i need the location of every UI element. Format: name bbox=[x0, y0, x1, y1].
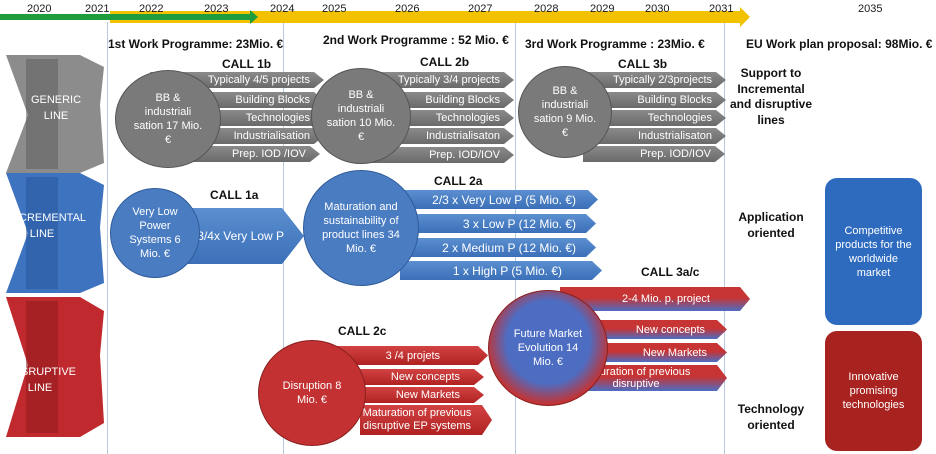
call-3b-title: CALL 3b bbox=[618, 57, 668, 71]
call-3b-item: Prep. IOD/IOV bbox=[583, 146, 725, 162]
call-2a-item: 1 x High P (5 Mio. €) bbox=[400, 261, 602, 280]
call-2a-circle: Maturation and sustainability of product… bbox=[303, 170, 419, 286]
call-2c-item: 3 /4 projets bbox=[320, 346, 488, 365]
call-2c-circle: Disruption 8 Mio. € bbox=[258, 340, 366, 446]
call-2b-title: CALL 2b bbox=[420, 55, 470, 69]
call-1a-circle: Very Low Power Systems 6 Mio. € bbox=[110, 188, 200, 278]
year-label: 2029 bbox=[590, 3, 615, 15]
call-2c-item: Maturation of previous disruptive EP sys… bbox=[360, 405, 492, 435]
support-label: Support to Incremental and disruptive li… bbox=[729, 66, 812, 127]
call-2b-circle: BB & industriali sation 10 Mio. € bbox=[311, 68, 411, 164]
call-1b-circle-text: BB & industriali sation 17 Mio. € bbox=[133, 92, 203, 146]
innovative-box: Innovative promising technologies bbox=[825, 331, 922, 451]
call-2a-title: CALL 2a bbox=[434, 174, 483, 188]
year-label: 2030 bbox=[645, 3, 670, 15]
call-2a-item: 2/3 x Very Low P (5 Mio. €) bbox=[400, 190, 598, 209]
year-label: 2026 bbox=[395, 3, 420, 15]
call-3ac-title: CALL 3a/c bbox=[641, 265, 700, 279]
call-3ac-circle-text: Future Market Evolution 14 Mio. € bbox=[513, 328, 583, 368]
year-label: 2028 bbox=[534, 3, 559, 15]
application-label: Application oriented bbox=[738, 210, 804, 240]
generic-line-label: GENERIC LINE bbox=[30, 94, 82, 122]
call-2a-item: 2 x Medium P (12 Mio. €) bbox=[400, 238, 596, 257]
incremental-line-label: INCREMENTAL LINE bbox=[8, 212, 87, 240]
call-3b-circle: BB & industriali sation 9 Mio. € bbox=[518, 66, 612, 158]
year-label: 2031 bbox=[709, 3, 734, 15]
line-shapes bbox=[6, 55, 104, 437]
eu-work-plan: EU Work plan proposal: 98Mio. € bbox=[746, 37, 933, 51]
year-label: 2024 bbox=[270, 3, 295, 15]
call-2c-title: CALL 2c bbox=[338, 324, 387, 338]
timeline-arrows bbox=[0, 7, 750, 27]
technology-label: Technology oriented bbox=[737, 402, 805, 432]
call-2a-item: 3 x Low P (12 Mio. €) bbox=[400, 214, 596, 233]
competitive-text: Competitive products for the worldwide m… bbox=[835, 224, 912, 279]
year-label: 2023 bbox=[204, 3, 229, 15]
call-1b-circle: BB & industriali sation 17 Mio. € bbox=[115, 70, 221, 168]
year-label: 2020 bbox=[27, 3, 52, 15]
call-1a-title: CALL 1a bbox=[210, 188, 259, 202]
year-label: 2035 bbox=[858, 3, 883, 15]
call-2b-circle-text: BB & industriali sation 10 Mio. € bbox=[326, 89, 396, 143]
work-programme-1: 1st Work Programme: 23Mio. € bbox=[108, 37, 284, 51]
innovative-text: Innovative promising technologies bbox=[842, 371, 905, 411]
call-3b-circle-text: BB & industriali sation 9 Mio. € bbox=[533, 85, 597, 139]
call-2a-circle-text: Maturation and sustainability of product… bbox=[322, 201, 400, 255]
year-label: 2025 bbox=[322, 3, 347, 15]
call-3ac-item: New Markets bbox=[575, 343, 727, 362]
call-2c-item: New concepts bbox=[360, 369, 484, 385]
call-1b-title: CALL 1b bbox=[222, 57, 272, 71]
year-label: 2027 bbox=[468, 3, 493, 15]
call-3ac-item: New concepts bbox=[575, 320, 727, 339]
call-1a-circle-text: Very Low Power Systems 6 Mio. € bbox=[129, 206, 181, 260]
grid-line bbox=[724, 22, 725, 454]
work-programme-3: 3rd Work Programme : 23Mio. € bbox=[525, 37, 705, 51]
disruptive-line-label: DISRUPTIVE LINE bbox=[10, 366, 77, 394]
call-3ac-item: 2-4 Mio. p. project bbox=[560, 287, 750, 311]
call-3ac-circle: Future Market Evolution 14 Mio. € bbox=[488, 290, 608, 406]
call-2c-circle-text: Disruption 8 Mio. € bbox=[282, 380, 342, 406]
year-label: 2022 bbox=[139, 3, 164, 15]
grid-line bbox=[107, 22, 108, 454]
work-programme-2: 2nd Work Programme : 52 Mio. € bbox=[323, 33, 509, 47]
year-label: 2021 bbox=[85, 3, 110, 15]
call-2c-item: New Markets bbox=[360, 387, 484, 403]
call-3ac-item: Maturation of previous disruptive bbox=[575, 365, 727, 391]
competitive-box: Competitive products for the worldwide m… bbox=[825, 178, 922, 325]
